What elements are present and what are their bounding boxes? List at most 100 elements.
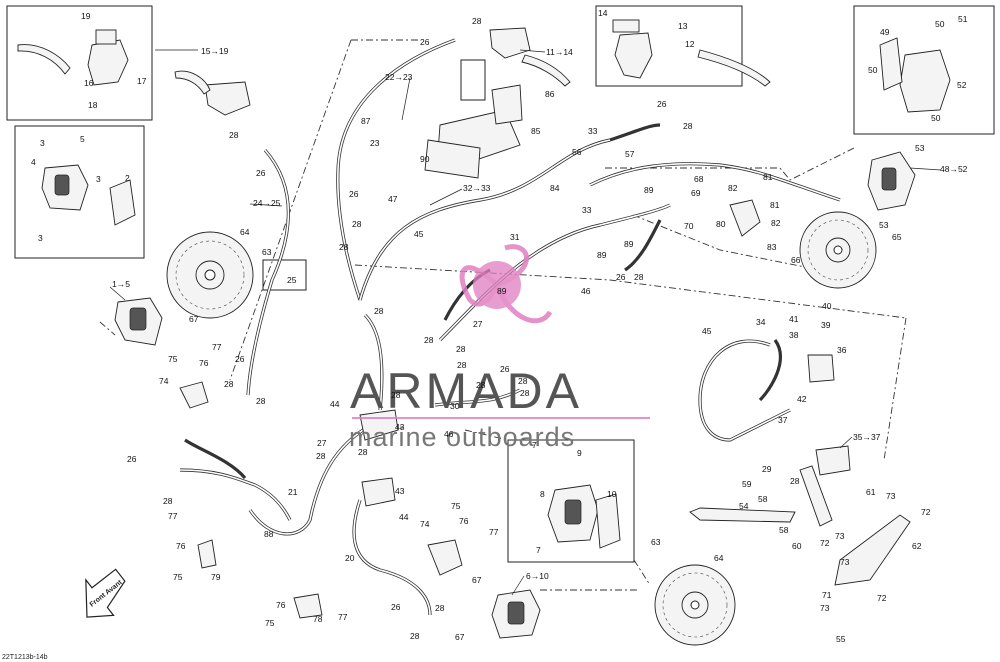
callout-label: 28 <box>518 376 528 386</box>
callout-label: 76 <box>199 358 209 368</box>
callout-label: 16 <box>84 78 94 88</box>
callout-label: 69 <box>691 188 701 198</box>
callout-label: 76 <box>276 600 286 610</box>
callout-label: 10 <box>607 489 617 499</box>
callout-label: 7 <box>532 440 537 450</box>
callout-label: 49 <box>880 27 890 37</box>
callout-label: 26 <box>420 37 430 47</box>
callout-label: 26 <box>616 272 626 282</box>
callout-label: 21 <box>288 487 298 497</box>
callout-label: 15→19 <box>201 46 229 56</box>
callout-label: 46 <box>581 286 591 296</box>
callout-label: 6→10 <box>526 571 549 581</box>
callout-label: 28 <box>374 306 384 316</box>
callout-label: 26 <box>391 602 401 612</box>
callout-label: 55 <box>836 634 846 644</box>
callout-label: 77 <box>212 342 222 352</box>
callout-label: 47 <box>388 194 398 204</box>
master-cylinder-top <box>489 27 571 87</box>
callout-label: 38 <box>789 330 799 340</box>
dash-line-7 <box>99 321 116 336</box>
brake-disc-bottom <box>654 564 736 646</box>
callout-label: 3 <box>38 233 43 243</box>
callout-label: 75 <box>173 572 183 582</box>
callout-label: 75 <box>451 501 461 511</box>
callout-label: 28 <box>256 396 266 406</box>
callout-label: 77 <box>489 527 499 537</box>
callout-label: 74 <box>420 519 430 529</box>
dash-line-3 <box>354 264 907 319</box>
callout-label: 43 <box>395 486 405 496</box>
callout-label: 71 <box>822 590 832 600</box>
callout-label: 90 <box>420 154 430 164</box>
callout-label: 42 <box>797 394 807 404</box>
callout-label: 41 <box>789 314 799 324</box>
callout-label: 82 <box>771 218 781 228</box>
callout-label: 72 <box>921 507 931 517</box>
callout-label: 28 <box>358 447 368 457</box>
dash-line-4 <box>605 147 855 181</box>
callout-label: 50 <box>935 19 945 29</box>
callout-label: 19 <box>81 11 91 21</box>
dash-line-6 <box>632 214 821 271</box>
callout-label: 52 <box>957 80 967 90</box>
callout-label: 8 <box>540 489 545 499</box>
callout-label: 73 <box>820 603 830 613</box>
dash-line-8 <box>464 429 509 441</box>
callout-label: 86 <box>545 89 555 99</box>
brake-pedal-54 <box>689 507 796 523</box>
callout-label: 72 <box>877 593 887 603</box>
callout-label: 7 <box>536 545 541 555</box>
callout-label: 28 <box>224 379 234 389</box>
callout-label: 17 <box>137 76 147 86</box>
callout-label: 89 <box>644 185 654 195</box>
callout-label: 73 <box>835 531 845 541</box>
bracket-86 <box>491 84 523 125</box>
callout-label: 28 <box>476 380 486 390</box>
callout-label: 36 <box>837 345 847 355</box>
callout-label: 63 <box>651 537 661 547</box>
callout-label: 67 <box>455 632 465 642</box>
callout-label: 89 <box>497 286 507 296</box>
callout-label: 5 <box>80 134 85 144</box>
brake-disc-right <box>799 211 877 289</box>
callout-label: 72 <box>820 538 830 548</box>
callout-label: 26 <box>349 189 359 199</box>
callout-label: 80 <box>716 219 726 229</box>
callout-label: 84 <box>550 183 560 193</box>
callout-label: 51 <box>958 14 968 24</box>
callout-label: 3 <box>40 138 45 148</box>
callout-label: 37 <box>778 415 788 425</box>
callout-label: 56 <box>572 147 582 157</box>
dash-line-2 <box>229 39 352 381</box>
callout-label: 64 <box>240 227 250 237</box>
callout-label: 2 <box>125 173 130 183</box>
callout-label: 64 <box>714 553 724 563</box>
callout-label: 89 <box>624 239 634 249</box>
callout-label: 87 <box>361 116 371 126</box>
caliper-left <box>114 297 163 346</box>
bracket-74-center <box>427 539 463 576</box>
callout-label: 26 <box>657 99 667 109</box>
callout-label: 63 <box>262 247 272 257</box>
callout-label: 35→37 <box>853 432 881 442</box>
brake-lines <box>179 38 841 616</box>
pedal-arm <box>799 465 833 527</box>
callout-label: 26 <box>500 364 510 374</box>
reservoir-36 <box>807 354 835 383</box>
watermark-logo <box>352 244 650 419</box>
front-direction-arrow: Front Avant <box>85 568 126 618</box>
master-cylinder-inset-left <box>17 29 129 86</box>
callout-label: 79 <box>211 572 221 582</box>
callout-label: 45 <box>414 229 424 239</box>
callout-label: 28 <box>472 16 482 26</box>
callout-label: 26 <box>235 354 245 364</box>
callout-label: 73 <box>840 557 850 567</box>
callout-label: 50 <box>868 65 878 75</box>
callout-label: 28 <box>163 496 173 506</box>
callout-label: 33 <box>582 205 592 215</box>
callout-label: 27 <box>473 319 483 329</box>
callout-label: 76 <box>176 541 186 551</box>
callout-label: 1→5 <box>112 279 130 289</box>
callout-label: 43 <box>395 422 405 432</box>
